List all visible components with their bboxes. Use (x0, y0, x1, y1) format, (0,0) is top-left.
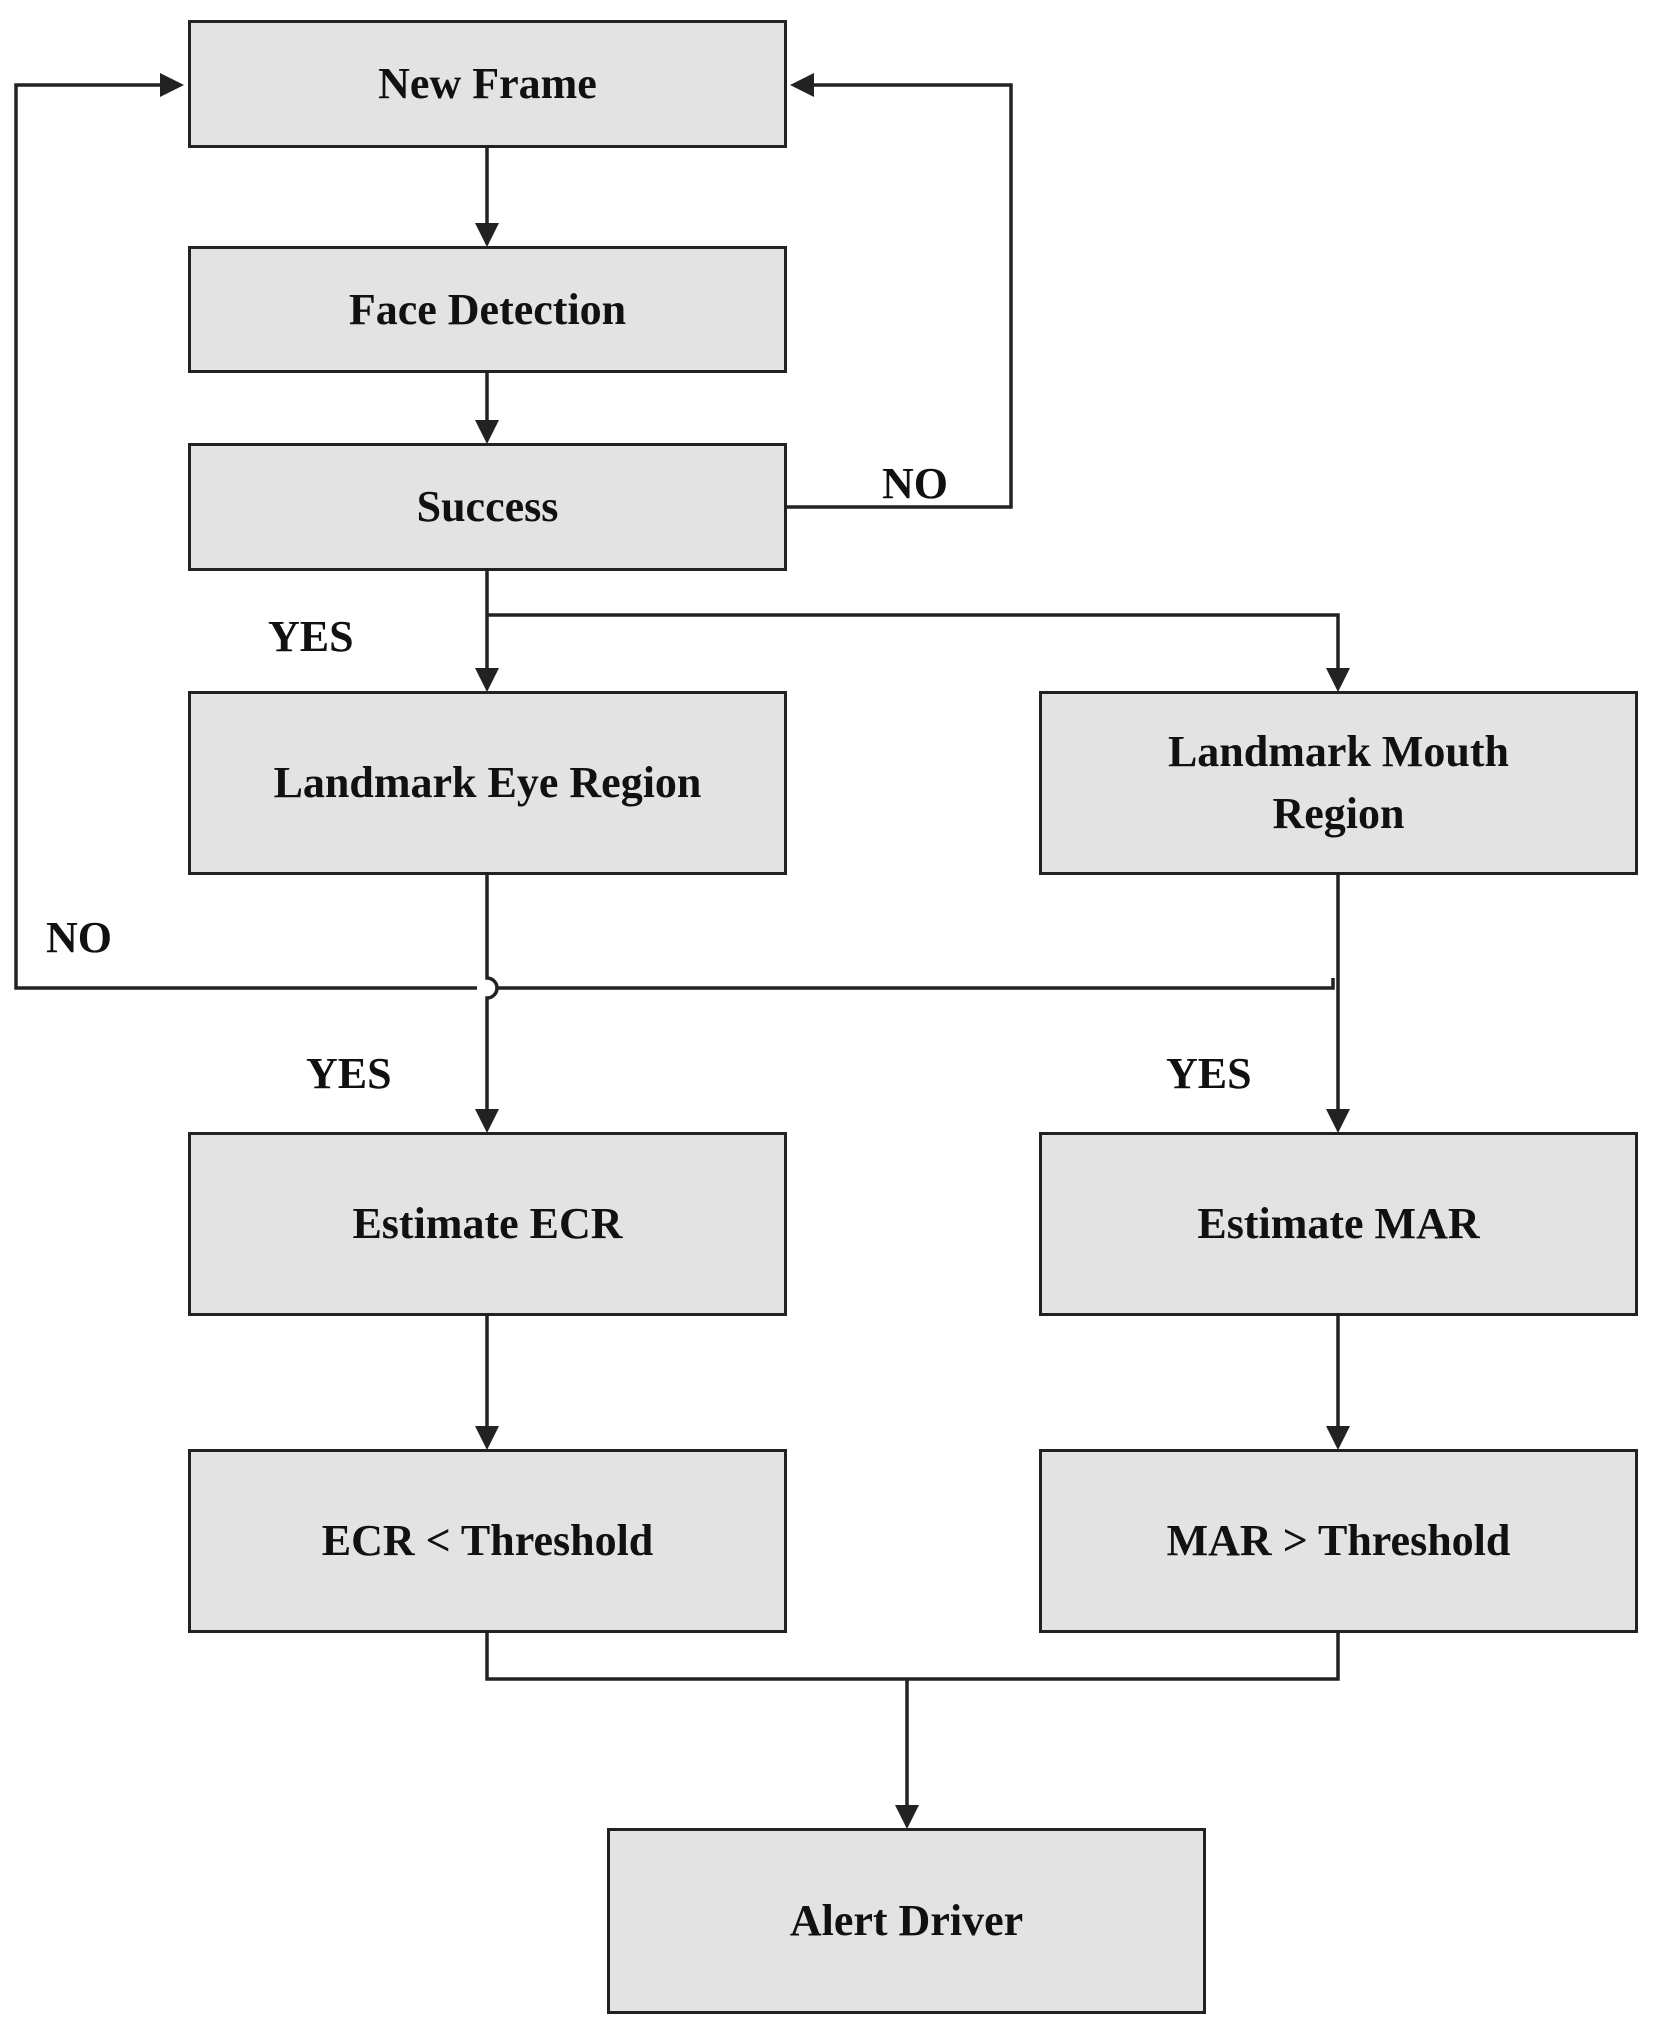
loop-left-no-return (14, 83, 477, 990)
node-success-label: Success (416, 482, 559, 531)
merge-thresholds (485, 1633, 1340, 1681)
edge-label-eye-yes: YES (306, 1049, 392, 1098)
node-new-frame: New Frame (188, 20, 787, 148)
arrowhead-mouth-to-mar (1326, 1109, 1350, 1133)
branch-to-mouth (487, 613, 1340, 675)
node-estimate-mar: Estimate MAR (1039, 1132, 1638, 1316)
edge-label-left-no: NO (46, 913, 112, 962)
node-alert-driver: Alert Driver (607, 1828, 1206, 2014)
node-ecr-threshold: ECR < Threshold (188, 1449, 787, 1633)
node-alert-driver-label: Alert Driver (789, 1896, 1024, 1945)
arrowhead-merge-to-alert (895, 1805, 919, 1829)
arrowhead-ecr-to-threshold (475, 1426, 499, 1450)
arrowhead-facedetection-to-success (475, 420, 499, 444)
node-mar-threshold-label: MAR > Threshold (1166, 1516, 1511, 1565)
node-success: Success (188, 443, 787, 571)
loop-left-no (497, 978, 1335, 990)
node-ecr-threshold-label: ECR < Threshold (321, 1516, 654, 1565)
node-landmark-mouth-region-label: Landmark Mouth Region (1167, 727, 1510, 838)
node-new-frame-label: New Frame (378, 59, 597, 108)
node-estimate-mar-label: Estimate MAR (1197, 1199, 1480, 1248)
edge-label-success-yes: YES (268, 612, 354, 661)
loop-success-no (787, 83, 1013, 509)
node-face-detection-label: Face Detection (348, 284, 627, 334)
arrowhead-left-no (160, 73, 184, 97)
arrowhead-success-no (790, 73, 814, 97)
arrowhead-mar-to-threshold (1326, 1426, 1350, 1450)
node-mar-threshold: MAR > Threshold (1039, 1449, 1638, 1633)
edge-label-mouth-yes: YES (1166, 1049, 1252, 1098)
node-face-detection: Face Detection (188, 246, 787, 373)
node-landmark-eye-region-label: Landmark Eye Region (273, 758, 702, 807)
arrowhead-success-to-eye (475, 668, 499, 692)
node-landmark-eye-region: Landmark Eye Region (188, 691, 787, 875)
node-estimate-ecr-label: Estimate ECR (352, 1199, 623, 1248)
line-eye-to-ecr (485, 875, 499, 1115)
arrowhead-success-to-mouth (1326, 668, 1350, 692)
edge-label-success-no: NO (882, 459, 948, 508)
node-landmark-mouth-region: Landmark Mouth Region (1039, 691, 1638, 875)
arrowhead-eye-to-ecr (475, 1109, 499, 1133)
node-estimate-ecr: Estimate ECR (188, 1132, 787, 1316)
arrowhead-newframe-to-facedetection (475, 223, 499, 247)
